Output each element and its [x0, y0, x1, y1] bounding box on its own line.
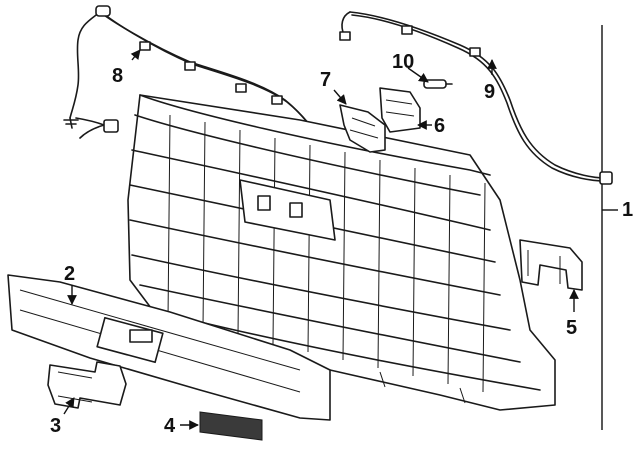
callout-10: 10 [392, 51, 414, 73]
callout-3: 3 [50, 415, 61, 437]
callout-9: 9 [484, 81, 495, 103]
leader-lines [63, 49, 579, 430]
part-2-reinforcement-bar [7, 274, 331, 421]
part-10-fastener [423, 79, 453, 89]
callout-6: 6 [434, 115, 445, 137]
callout-7: 7 [320, 69, 331, 91]
assembly-bracket [601, 25, 618, 430]
callout-8: 8 [112, 65, 123, 87]
callout-5: 5 [566, 317, 577, 339]
part-7-bracket [339, 104, 386, 153]
part-6-bracket [379, 87, 421, 133]
part-5-bracket [519, 239, 583, 291]
part-9-wiring-harness [339, 11, 613, 185]
callout-2: 2 [64, 263, 75, 285]
callout-4: 4 [164, 415, 176, 437]
part-3-emblem [47, 361, 127, 409]
part-8-wiring-harness [63, 5, 327, 151]
part-4-plate [199, 411, 263, 441]
part-1-grille-assembly [127, 94, 556, 411]
callout-1: 1 [622, 199, 633, 221]
